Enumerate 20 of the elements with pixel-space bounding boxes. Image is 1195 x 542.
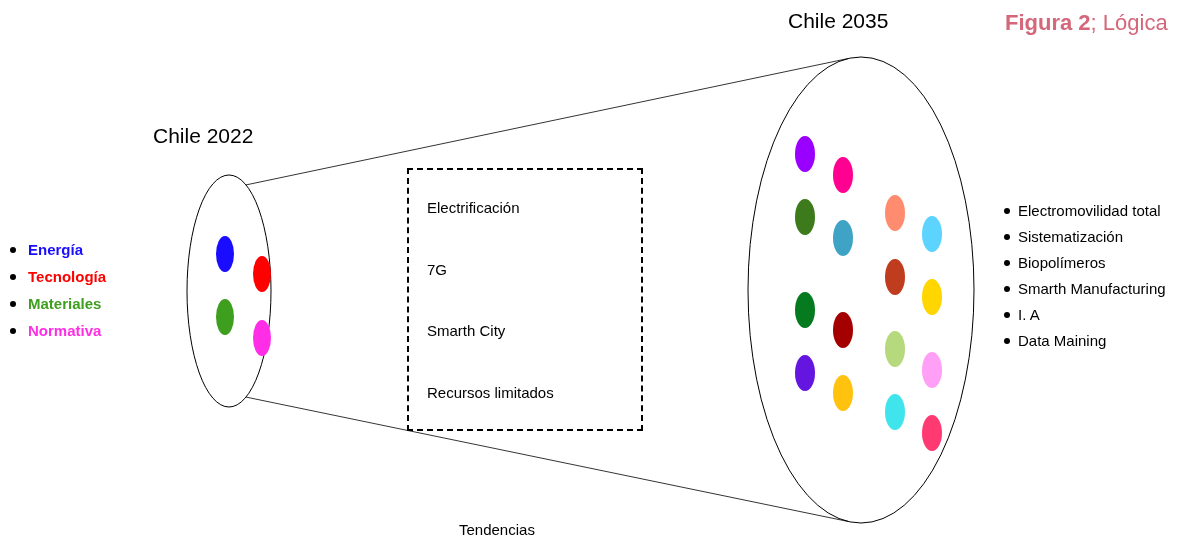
- ellipse-heading: Chile 2035: [788, 8, 889, 34]
- trend-text: Smarth City: [427, 321, 507, 341]
- cone-outline-line: [245, 396, 849, 522]
- trend-item: Electromovilidad total: [1018, 201, 1161, 221]
- trend-text: 7G: [427, 259, 448, 280]
- trend-item: Data Maining: [1018, 331, 1107, 351]
- axis-caption: Tendencias: [459, 520, 535, 540]
- figure-title: Figura 2; Lógica: [1005, 9, 1168, 37]
- legend-text: Tecnología: [28, 267, 107, 287]
- trend-item: Sistematización: [1018, 227, 1124, 247]
- trend-item: I. A: [1018, 305, 1040, 325]
- dashed-box: [407, 168, 643, 431]
- trend-item: Biopolímeros: [1018, 253, 1106, 273]
- trend-text: Electrificación: [427, 198, 521, 218]
- legend-text: Energía: [28, 240, 84, 260]
- legend-text: Normativa: [28, 321, 102, 341]
- trend-text: Recursos limitados: [427, 382, 555, 403]
- legend-text: Materiales: [28, 294, 102, 314]
- trend-item: Smarth Manufacturing: [1018, 279, 1166, 299]
- ellipse-heading: Chile 2022: [153, 123, 254, 149]
